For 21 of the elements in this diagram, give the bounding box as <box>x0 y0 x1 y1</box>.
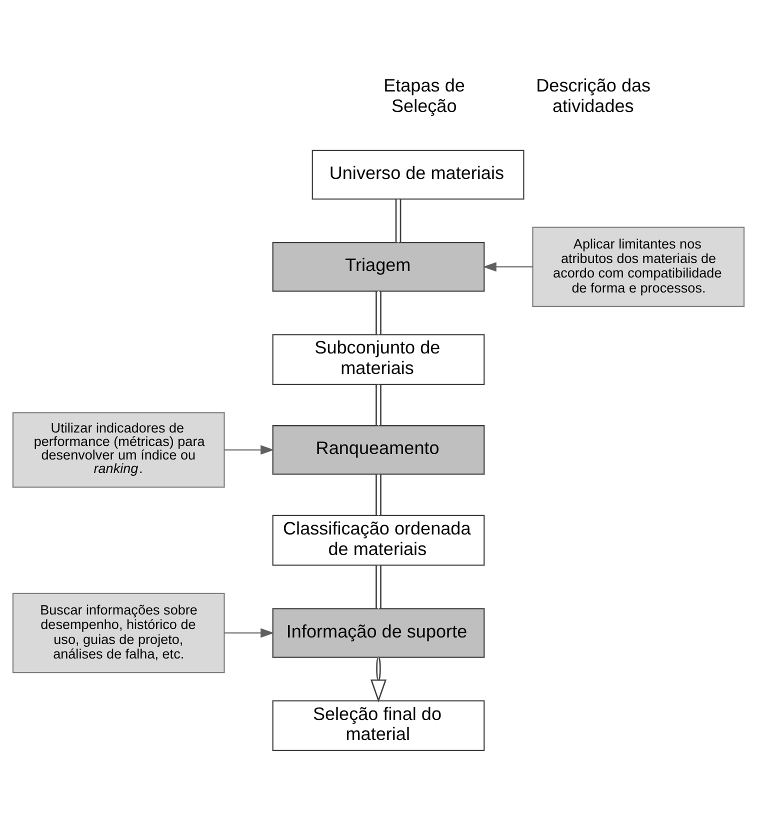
arrow <box>482 262 533 272</box>
label: Etapas de Seleção <box>384 75 465 116</box>
node-box: Utilizar indicadores de performance (métricas) para desenvolver um índice ou ranking. <box>12 412 225 488</box>
node-box: Buscar informações sobre desempenho, histórico de uso, guias de projeto, análises de falha, etc. <box>12 592 225 673</box>
arrow <box>224 628 274 638</box>
node-box: Classificação ordenada de materiais <box>272 514 485 566</box>
connector <box>376 565 382 608</box>
label: Descrição das atividades <box>536 75 651 116</box>
node-box: Universo de materiais <box>312 149 524 200</box>
connector <box>395 198 402 242</box>
node-box: Informação de suporte <box>272 608 485 658</box>
node-box: Subconjunto de materiais <box>272 334 485 384</box>
arrow <box>370 656 387 702</box>
node-box: Seleção final do material <box>272 700 485 751</box>
connector <box>376 384 382 425</box>
node-box: Triagem <box>272 242 485 292</box>
arrow <box>224 444 274 454</box>
connector <box>376 474 382 515</box>
node-box: Aplicar limitantes nos atributos dos materiais de acordo com compatibilidade de forma e processos. <box>532 226 745 306</box>
node-box: Ranqueamento <box>272 424 485 474</box>
connector <box>376 290 382 334</box>
